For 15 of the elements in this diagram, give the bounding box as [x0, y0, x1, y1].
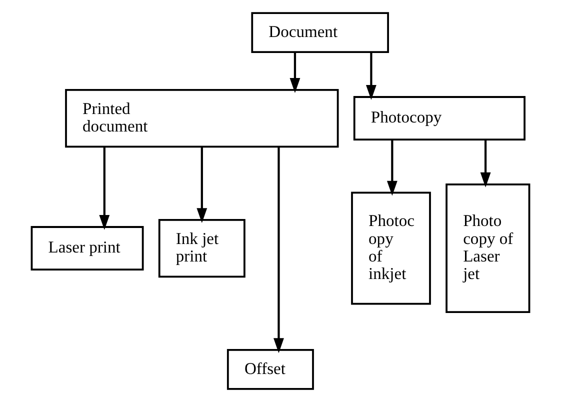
arrow — [99, 146, 110, 230]
node-box: Offset — [226, 348, 314, 390]
node-box: Photoc opy of inkjet — [351, 192, 431, 305]
node-box: Photocopy — [353, 96, 526, 140]
arrow — [386, 140, 398, 196]
node-box: Photo copy of Laser jet — [446, 184, 530, 314]
arrow — [480, 140, 491, 188]
node-box: Document — [251, 12, 389, 54]
arrow — [196, 146, 208, 224]
node-box: Printed document — [65, 88, 339, 148]
node-box: Ink jet print — [158, 218, 246, 278]
arrow — [274, 147, 284, 354]
node-box: Laser print — [30, 226, 144, 270]
arrow — [290, 52, 300, 93]
arrow — [366, 52, 376, 100]
